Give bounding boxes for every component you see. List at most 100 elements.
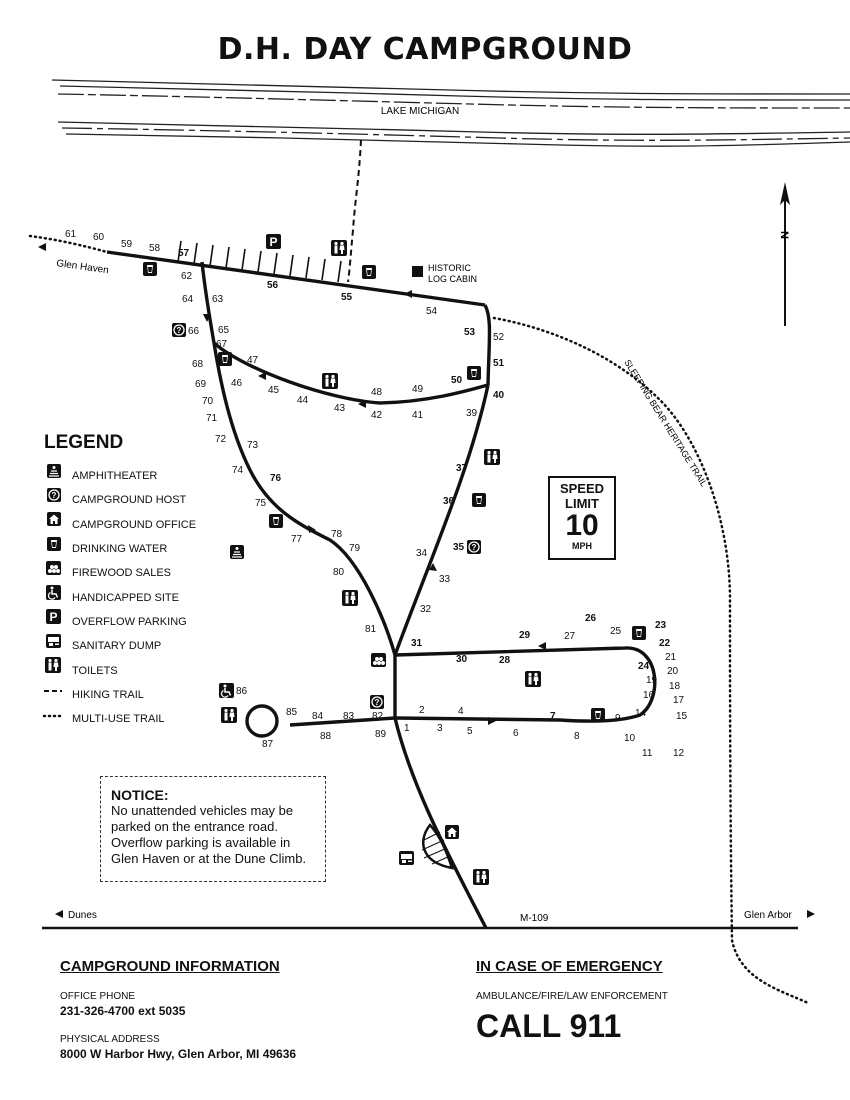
lake-label: LAKE MICHIGAN: [381, 106, 459, 117]
toilets-icon: [322, 373, 338, 389]
site-57: 57: [178, 248, 190, 259]
site-73: 73: [247, 440, 259, 451]
site-79: 79: [349, 543, 361, 554]
site-76: 76: [270, 473, 282, 484]
site-35: 35: [453, 542, 465, 553]
parking-icon: [266, 234, 281, 249]
speed-limit-value: 10: [565, 509, 599, 542]
site-27: 27: [564, 631, 576, 642]
svg-text:N: N: [778, 231, 790, 239]
site-80: 80: [333, 567, 345, 578]
site-34: 34: [416, 548, 428, 559]
speed-limit-sign: SPEED LIMIT 10 MPH: [548, 476, 616, 560]
site-42: 42: [371, 410, 383, 421]
site-2: 2: [419, 705, 425, 716]
site-48: 48: [371, 387, 383, 398]
site-53: 53: [464, 327, 476, 338]
site-62: 62: [181, 271, 193, 282]
site-37: 37: [456, 463, 468, 474]
legend-item-toilets: TOILETS: [72, 664, 118, 677]
site-68: 68: [192, 359, 204, 370]
site-29: 29: [519, 630, 531, 641]
site-59: 59: [121, 239, 133, 250]
site-86: 86: [236, 686, 248, 697]
highway-label: M-109: [520, 913, 549, 924]
host-icon: [466, 539, 482, 555]
site-65: 65: [218, 325, 230, 336]
site-51: 51: [493, 358, 505, 369]
site-24: 24: [638, 661, 650, 672]
call-911: CALL 911: [476, 1008, 622, 1044]
site-47: 47: [247, 355, 259, 366]
water-icon: [218, 352, 232, 366]
north-arrow: N: [778, 182, 790, 326]
historic-cabin-marker: [412, 266, 423, 277]
site-40: 40: [493, 390, 505, 401]
site-17: 17: [673, 695, 685, 706]
water-icon: [632, 626, 646, 640]
glen-arbor-label: Glen Arbor: [744, 910, 792, 921]
site-6: 6: [513, 728, 519, 739]
lake-michigan-shoreline: [51, 79, 850, 147]
one-way-arrows: [203, 290, 546, 725]
site-3: 3: [437, 723, 443, 734]
site-55: 55: [341, 292, 353, 303]
firewood-icon: [371, 653, 386, 667]
site-82: 82: [372, 711, 384, 722]
emergency-info: IN CASE OF EMERGENCY AMBULANCE/FIRE/LAW …: [476, 958, 806, 1045]
site-46: 46: [231, 378, 243, 389]
site-83: 83: [343, 711, 355, 722]
site-50: 50: [451, 375, 463, 386]
dump-icon: [399, 851, 414, 865]
legend-item-handicapped: HANDICAPPED SITE: [72, 591, 179, 604]
site-1: 1: [404, 723, 410, 734]
site-52: 52: [493, 332, 505, 343]
site-66: 66: [188, 326, 200, 337]
multi-use-trail-west: [28, 234, 109, 254]
site-71: 71: [206, 413, 218, 424]
site-78: 78: [331, 529, 343, 540]
site-45: 45: [268, 385, 280, 396]
site-36: 36: [443, 496, 455, 507]
site-81: 81: [365, 624, 377, 635]
site-9: 9: [615, 713, 621, 724]
water-icon: [269, 514, 283, 528]
site-20: 20: [667, 666, 679, 677]
campground-info: CAMPGROUND INFORMATION OFFICE PHONE 231-…: [60, 958, 400, 1077]
legend-item-amphitheater: AMPHITHEATER: [72, 470, 158, 483]
sleeping-bear-heritage-trail: [492, 316, 810, 1005]
site-56: 56: [267, 280, 279, 291]
page-title: D.H. DAY CAMPGROUND: [217, 32, 633, 67]
site-41: 41: [412, 410, 424, 421]
site-49: 49: [412, 384, 424, 395]
legend-heading: LEGEND: [44, 432, 124, 453]
site-31: 31: [411, 638, 423, 649]
site-39: 39: [466, 408, 478, 419]
notice-heading: NOTICE:: [111, 787, 169, 803]
site-23: 23: [655, 620, 667, 631]
legend-item-office: CAMPGROUND OFFICE: [72, 518, 197, 531]
legend-item-multiuse-trail: MULTI-USE TRAIL: [72, 713, 165, 726]
office-icon: [445, 825, 459, 839]
site-32: 32: [420, 604, 432, 615]
site-22: 22: [659, 638, 671, 649]
site-74: 74: [232, 465, 244, 476]
heritage-trail-label: SLEEPING BEAR HERITAGE TRAIL: [622, 358, 709, 489]
legend-item-host: CAMPGROUND HOST: [72, 494, 187, 507]
site-84: 84: [312, 711, 324, 722]
campground-roads: [106, 250, 657, 929]
dunes-arrow: [55, 910, 63, 918]
site-28: 28: [499, 655, 511, 666]
water-icon: [591, 708, 605, 722]
site-25: 25: [610, 626, 622, 637]
site-54: 54: [426, 306, 438, 317]
site-89: 89: [375, 729, 387, 740]
site-44: 44: [297, 395, 309, 406]
site-63: 63: [212, 294, 224, 305]
host-icon: [171, 322, 187, 338]
office-phone[interactable]: 231-326-4700 ext 5035: [60, 1004, 186, 1018]
emergency-heading: IN CASE OF EMERGENCY: [476, 958, 663, 975]
site-14: 14: [635, 708, 647, 719]
